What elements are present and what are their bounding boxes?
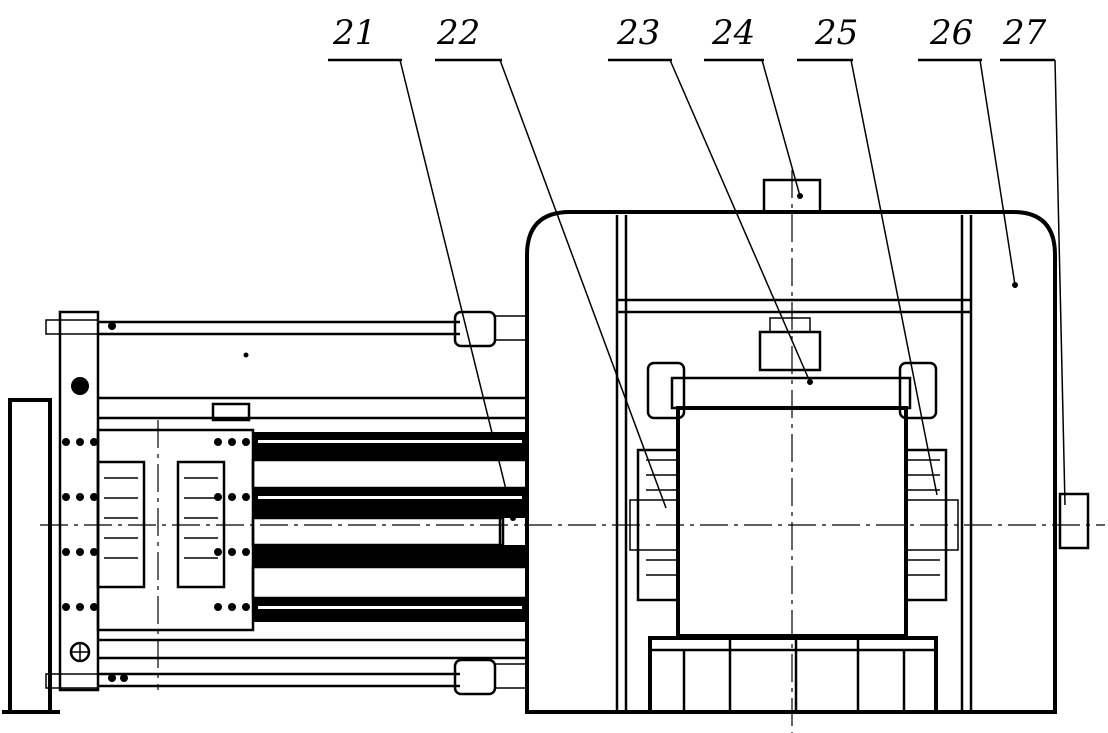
leader-line-24: [761, 59, 801, 197]
callout-label-26: 26: [929, 13, 973, 53]
leader-dots: [243, 193, 1018, 521]
leader-line-23: [669, 59, 811, 383]
leader-lines: [399, 59, 1066, 519]
center-lines: [40, 170, 1105, 733]
callout-labels: 21 22 23 24 25 26 27: [332, 13, 1047, 53]
callout-label-23: 23: [616, 13, 660, 53]
main-housing: [525, 178, 1090, 714]
callout-label-27: 27: [1002, 13, 1047, 53]
leader-line-22: [499, 59, 667, 509]
leader-line-27: [1054, 59, 1066, 506]
callout-label-21: 21: [332, 13, 376, 53]
leader-line-25: [850, 59, 938, 496]
callout-label-22: 22: [436, 13, 480, 53]
bolt-dots: [62, 322, 250, 682]
callout-label-25: 25: [814, 13, 858, 53]
leader-line-26: [979, 59, 1016, 286]
left-frame: [2, 310, 529, 714]
callout-label-24: 24: [711, 13, 755, 53]
roll-assembly: [629, 361, 959, 714]
